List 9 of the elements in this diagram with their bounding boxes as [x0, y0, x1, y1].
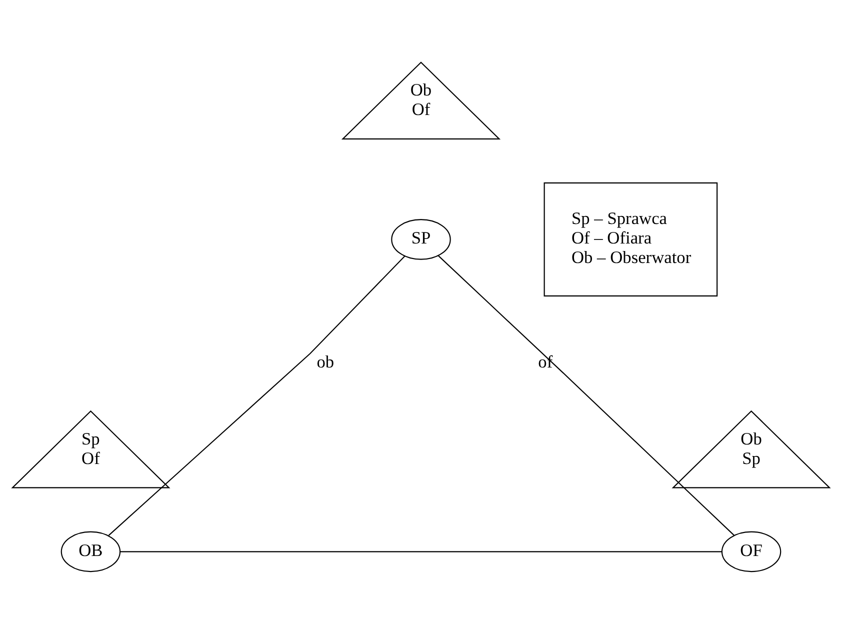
node-box: Sp – Sprawca Of – Ofiara Ob – Obserwator — [544, 182, 718, 296]
connector — [120, 550, 722, 552]
connector — [438, 254, 734, 536]
connector — [108, 255, 406, 536]
node-ellipse: OB — [60, 530, 121, 572]
edge-label: ob — [316, 352, 334, 371]
edge-label: of — [538, 352, 553, 371]
node-ellipse: SP — [391, 218, 451, 260]
node-ellipse: OF — [721, 530, 782, 572]
